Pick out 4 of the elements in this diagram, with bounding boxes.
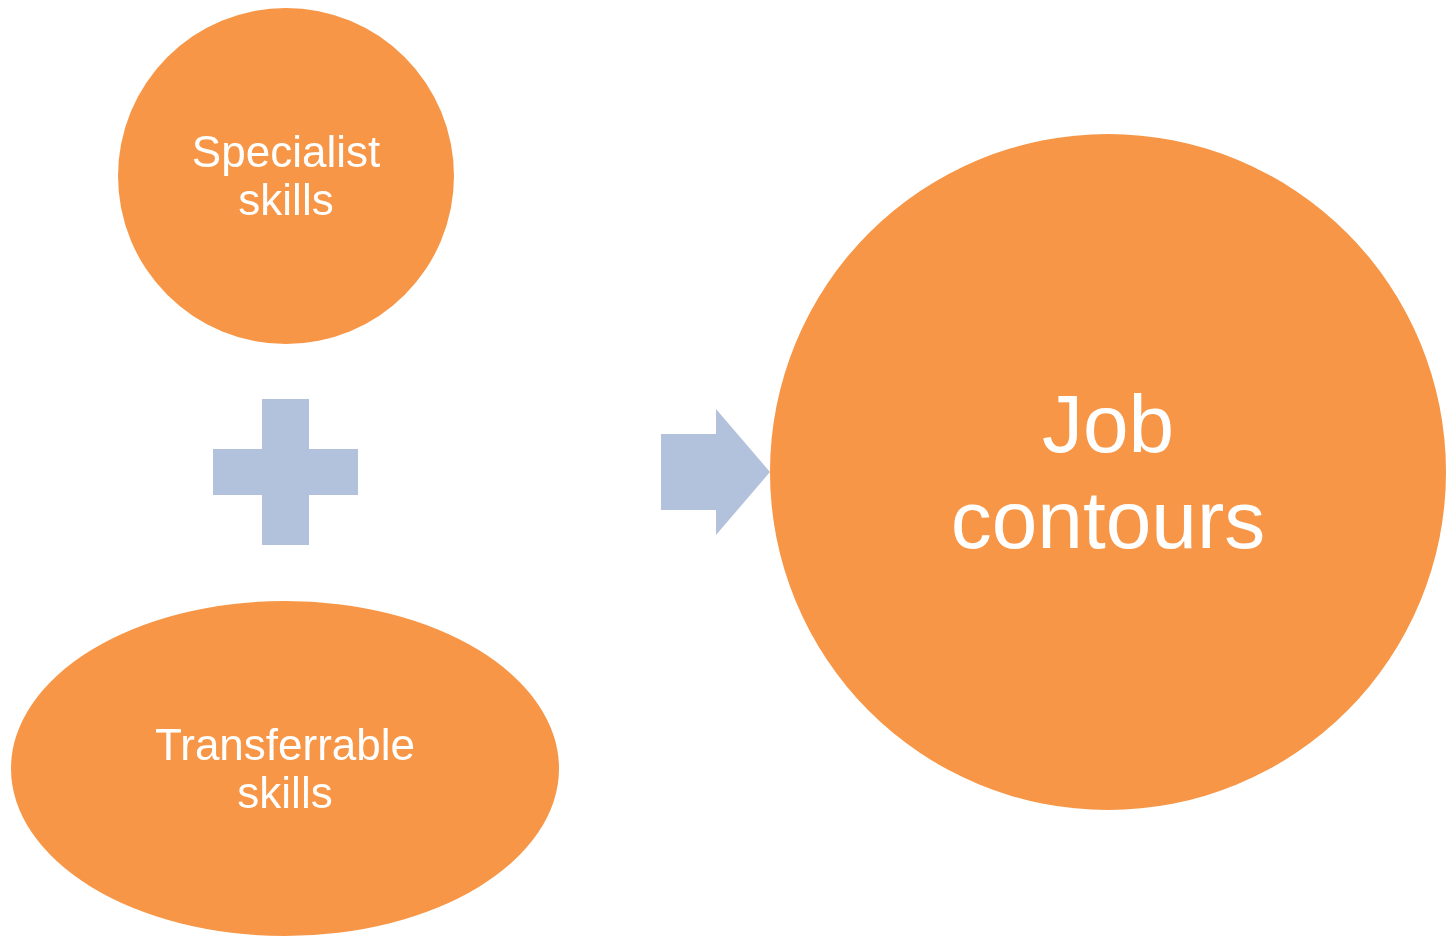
node-label: Job contours: [949, 377, 1267, 567]
block-arrow: [661, 409, 770, 535]
node-label: Transferrable skills: [154, 720, 416, 817]
node-label: Specialist skills: [190, 128, 382, 224]
